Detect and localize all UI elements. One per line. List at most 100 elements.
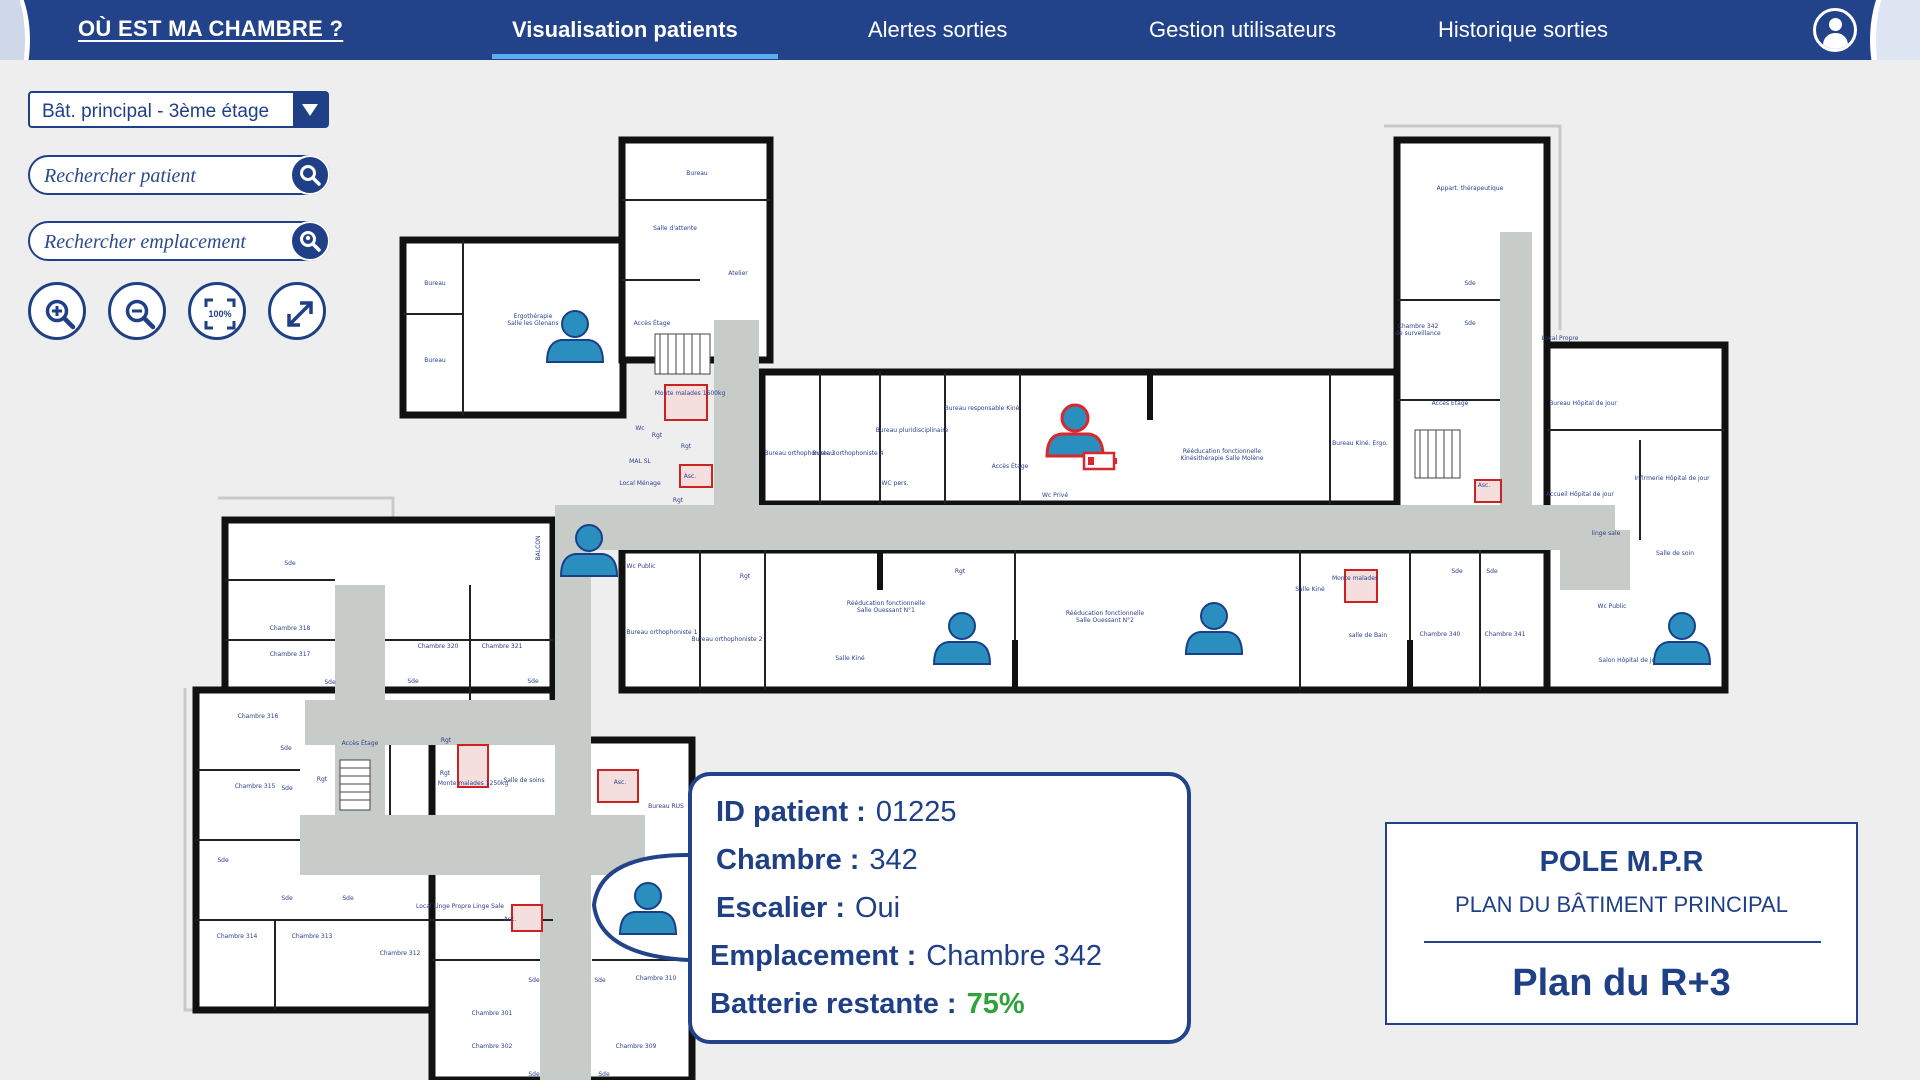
svg-text:Chambre 340: Chambre 340 — [1420, 631, 1461, 638]
svg-text:Local Propre: Local Propre — [1542, 335, 1579, 342]
svg-text:Rééducation fonctionnelle: Rééducation fonctionnelle — [847, 600, 925, 607]
battery-value: 75% — [966, 988, 1025, 1020]
top-navbar: OÙ EST MA CHAMBRE ? Visualisation patien… — [0, 0, 1920, 60]
svg-text:Appart. thérapeutique: Appart. thérapeutique — [1437, 185, 1504, 192]
svg-text:MAL SL: MAL SL — [629, 458, 651, 465]
location-value: Chambre 342 — [926, 940, 1103, 972]
patient-marker-alert[interactable] — [1045, 403, 1117, 471]
svg-text:Bureau Hôpital de jour: Bureau Hôpital de jour — [1549, 400, 1617, 407]
svg-text:Accès Étage: Accès Étage — [342, 739, 379, 747]
svg-text:Chambre 309: Chambre 309 — [616, 1043, 657, 1050]
svg-text:Chambre 321: Chambre 321 — [482, 643, 523, 650]
search-location-input[interactable] — [44, 229, 279, 255]
svg-text:Sde: Sde — [407, 678, 419, 685]
nav-tab-gestion-utilisateurs[interactable]: Gestion utilisateurs — [1149, 17, 1337, 42]
svg-text:de surveillance: de surveillance — [1395, 330, 1441, 337]
svg-text:salle de Bain: salle de Bain — [1349, 632, 1388, 639]
svg-text:Salle de soins: Salle de soins — [503, 777, 544, 784]
svg-text:Bureau: Bureau — [686, 170, 708, 177]
zoom-in-button[interactable] — [28, 282, 86, 340]
search-location — [28, 221, 330, 261]
svg-text:Sde: Sde — [1451, 568, 1463, 575]
svg-text:Chambre 342: Chambre 342 — [1398, 323, 1439, 330]
nav-tab-visualisation-patients[interactable]: Visualisation patients — [512, 17, 738, 42]
stairs-label: Escalier : — [716, 892, 845, 924]
fit-100-button[interactable]: 100% — [188, 282, 246, 340]
room-value: 342 — [869, 844, 918, 876]
svg-text:Chambre 320: Chambre 320 — [418, 643, 459, 650]
svg-text:Sde: Sde — [342, 895, 354, 902]
search-patient-input[interactable] — [44, 163, 279, 189]
corridor-top-vertical — [714, 320, 759, 510]
svg-text:Sde: Sde — [1464, 320, 1476, 327]
svg-text:Bureau: Bureau — [424, 280, 446, 287]
svg-text:Sde: Sde — [598, 1071, 610, 1078]
svg-text:Sde: Sde — [324, 679, 336, 686]
svg-text:Chambre 302: Chambre 302 — [472, 1043, 513, 1050]
svg-text:Atelier: Atelier — [728, 270, 748, 277]
svg-text:Salle d'attente: Salle d'attente — [653, 225, 697, 232]
svg-text:Wc: Wc — [635, 425, 644, 432]
nav-tab-alertes-sorties[interactable]: Alertes sorties — [868, 17, 1008, 42]
svg-text:Rééducation fonctionnelle: Rééducation fonctionnelle — [1066, 610, 1144, 617]
wing-upper-left — [399, 236, 627, 419]
legend-divider — [1424, 941, 1821, 943]
svg-text:Accès Étage: Accès Étage — [992, 462, 1029, 470]
zoom-out-button[interactable] — [108, 282, 166, 340]
corridor-left-b — [305, 700, 555, 745]
svg-text:Asc.: Asc. — [504, 916, 517, 923]
brand-swoosh-right — [1870, 0, 1920, 60]
svg-text:Bureau Kiné. Ergo.: Bureau Kiné. Ergo. — [1332, 440, 1388, 447]
floor-select[interactable]: Bât. principal - 3ème étage — [28, 91, 329, 128]
corridor-far-right — [1560, 540, 1620, 590]
app-brand-link[interactable]: OÙ EST MA CHAMBRE ? — [78, 16, 344, 41]
nav-tab-historique-sorties[interactable]: Historique sorties — [1438, 17, 1608, 42]
svg-text:Chambre 310: Chambre 310 — [636, 975, 677, 982]
legend-plan-name: Plan du R+3 — [1512, 962, 1731, 1004]
patient-id-value: 01225 — [875, 796, 957, 828]
svg-text:Wc Privé: Wc Privé — [1042, 492, 1068, 499]
chevron-down-icon[interactable] — [293, 93, 327, 126]
active-tab-indicator — [492, 54, 778, 59]
svg-text:Chambre 316: Chambre 316 — [238, 713, 279, 720]
svg-text:Bureau orthophoniste 2: Bureau orthophoniste 2 — [692, 636, 763, 643]
svg-text:Chambre 315: Chambre 315 — [235, 783, 276, 790]
svg-text:Sde: Sde — [1464, 280, 1476, 287]
fit-100-icon: 100% — [204, 298, 236, 330]
svg-text:Asc.: Asc. — [614, 779, 627, 786]
svg-text:Salle Kiné: Salle Kiné — [1295, 586, 1325, 593]
svg-text:Bureau: Bureau — [424, 357, 446, 364]
svg-text:Wc Public: Wc Public — [1598, 603, 1627, 610]
corridor-left-c — [300, 815, 645, 875]
floor-select-value: Bât. principal - 3ème étage — [42, 101, 270, 122]
svg-text:Chambre 312: Chambre 312 — [380, 950, 421, 957]
svg-text:Salon Hôpital de jour: Salon Hôpital de jour — [1599, 657, 1662, 664]
legend-title: POLE M.P.R — [1539, 846, 1704, 878]
fullscreen-button[interactable] — [268, 282, 326, 340]
svg-text:Sde: Sde — [217, 857, 229, 864]
svg-text:Accès Étage: Accès Étage — [1432, 399, 1469, 407]
patient-id-label: ID patient : — [716, 796, 866, 828]
svg-text:Salle de soin: Salle de soin — [1656, 550, 1694, 557]
svg-text:Bureau orthophoniste 1: Bureau orthophoniste 1 — [627, 629, 698, 636]
svg-text:Sde: Sde — [281, 785, 293, 792]
svg-text:Chambre 301: Chambre 301 — [472, 1010, 513, 1017]
svg-text:Sde: Sde — [594, 977, 606, 984]
search-icon[interactable] — [290, 155, 330, 195]
svg-text:Rgt: Rgt — [673, 497, 684, 504]
corridor-tower — [1500, 232, 1532, 510]
legend-subtitle: PLAN DU BÂTIMENT PRINCIPAL — [1455, 892, 1788, 917]
location-search-icon[interactable] — [290, 221, 330, 261]
svg-text:Chambre 318: Chambre 318 — [270, 625, 311, 632]
corridor-main — [555, 505, 1615, 550]
svg-text:linge sale: linge sale — [1592, 530, 1621, 537]
selected-patient-marker[interactable] — [591, 853, 689, 962]
svg-text:Salle Ouessant N°2: Salle Ouessant N°2 — [1076, 617, 1134, 624]
zoom-out-icon — [125, 299, 156, 330]
svg-text:Rgt: Rgt — [652, 432, 663, 439]
svg-text:Sde: Sde — [280, 745, 292, 752]
user-circle-icon[interactable] — [1813, 8, 1857, 52]
low-battery-icon — [1082, 451, 1117, 471]
wing-left-top — [221, 516, 557, 704]
